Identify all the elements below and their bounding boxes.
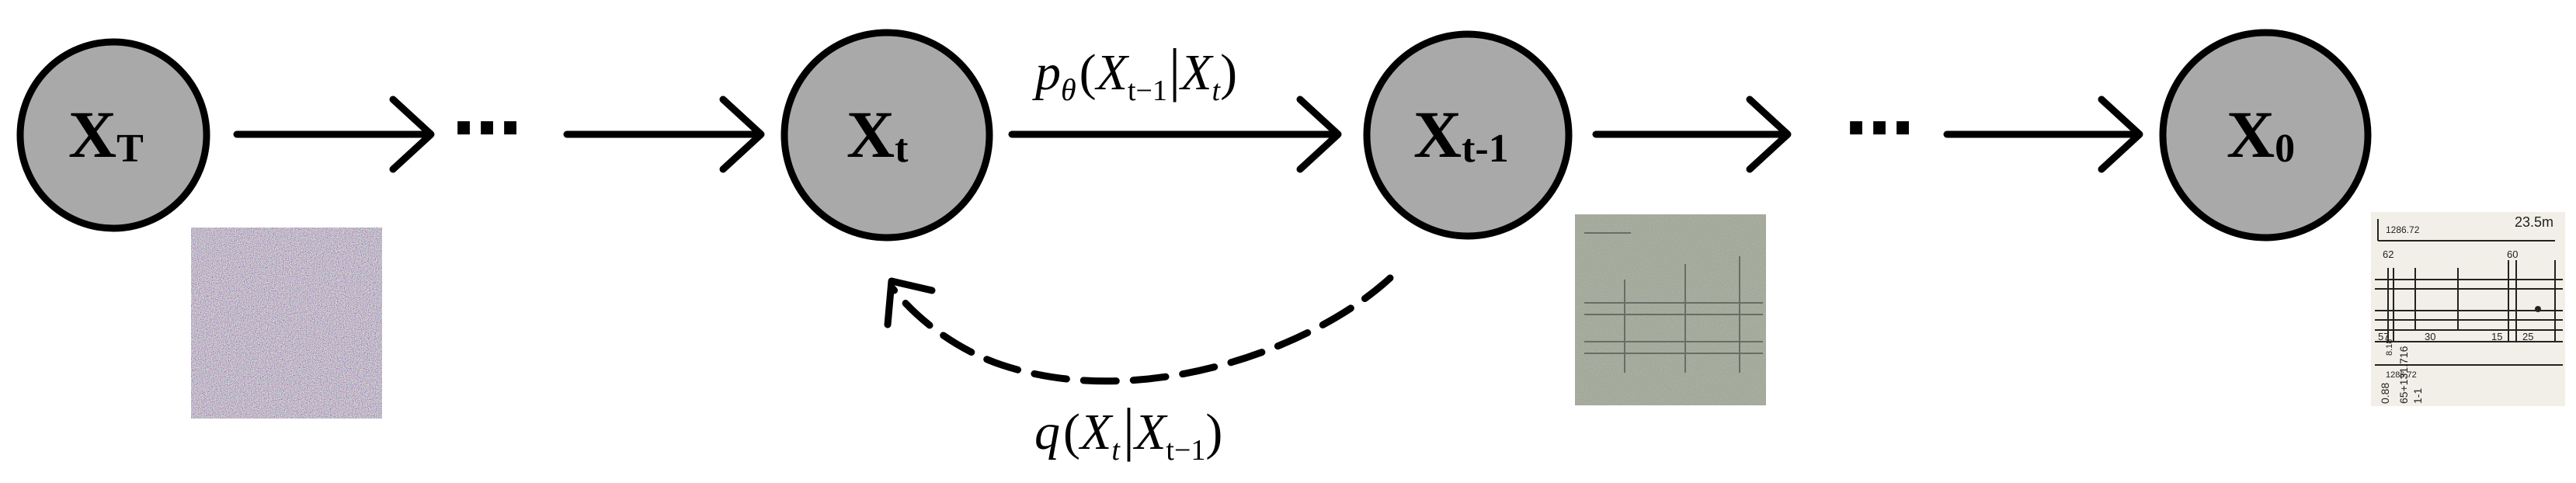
- node-x0-label: X0: [2227, 97, 2295, 172]
- node-x0-circle: [2159, 29, 2372, 242]
- arrow-xT-to-ellipsis: [233, 96, 435, 173]
- arrow-xt-to-xt1: [1008, 96, 1342, 173]
- svg-text:15: 15: [2491, 331, 2502, 342]
- svg-text:25: 25: [2522, 331, 2533, 342]
- node-xt-label: Xt: [846, 97, 909, 172]
- clean-engineering-drawing: 1286.72 23.5m 62 60 57 30 15 25 1286.72 …: [2371, 212, 2565, 406]
- arrow-xt1-to-ellipsis: [1592, 96, 1792, 173]
- svg-text:0.88: 0.88: [2379, 383, 2391, 404]
- svg-text:65+131.716: 65+131.716: [2397, 346, 2410, 404]
- node-x0: X0: [2159, 29, 2372, 242]
- node-xT-label: XT: [68, 97, 144, 172]
- svg-text:30: 30: [2425, 331, 2435, 342]
- node-xt1-label: Xt-1: [1413, 97, 1509, 172]
- svg-text:1286.72: 1286.72: [2386, 370, 2417, 380]
- ellipsis-right: ⋯: [1844, 90, 1914, 168]
- svg-text:8.18: 8.18: [2385, 339, 2394, 356]
- node-xt-circle: [780, 29, 993, 242]
- svg-text:1286.72: 1286.72: [2386, 224, 2420, 235]
- forward-process-arrow: [884, 274, 1394, 385]
- svg-text:60: 60: [2507, 248, 2518, 260]
- node-xt: Xt: [780, 29, 993, 242]
- svg-text:1-1: 1-1: [2411, 388, 2424, 404]
- svg-text:23.5m: 23.5m: [2515, 214, 2553, 230]
- node-xT-circle: [16, 38, 210, 232]
- node-xT: XT: [16, 38, 210, 232]
- forward-process-label: q(Xt|Xt−1): [1034, 397, 1222, 467]
- reverse-process-label: pθ(Xt−1|Xt): [1032, 37, 1237, 107]
- node-xt1-circle: [1363, 30, 1573, 240]
- svg-text:57: 57: [2378, 331, 2389, 342]
- arrow-ellipsis-to-x0: [1943, 96, 2143, 173]
- arrow-ellipsis-to-xt: [563, 96, 765, 173]
- partially-denoised-drawing: [1575, 214, 1766, 405]
- noise-image: [191, 228, 382, 419]
- node-xt1: Xt-1: [1363, 30, 1573, 240]
- ellipsis-left: ⋯: [452, 90, 522, 168]
- svg-text:62: 62: [2383, 248, 2393, 260]
